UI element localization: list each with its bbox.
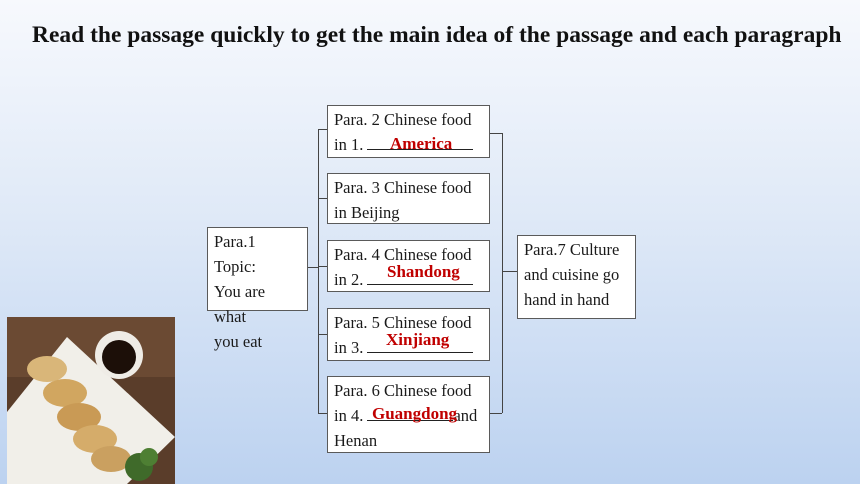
dumplings-photo <box>7 317 175 484</box>
para-4-box: Para. 4 Chinese food in 2. <box>327 240 490 292</box>
para-5-answer: Xinjiang <box>386 330 450 349</box>
para-5-prefix: in 3. <box>334 338 364 357</box>
left-stub-5 <box>318 413 327 414</box>
left-stub-1 <box>318 129 327 130</box>
conclusion-line-2: and cuisine go <box>524 265 620 284</box>
para-4-prefix: in 2. <box>334 270 364 289</box>
para-6-prefix: in 4. <box>334 406 364 425</box>
para-6-blank <box>367 406 454 421</box>
para-6-suffix: and <box>453 406 478 425</box>
para-3-line-1: Para. 3 Chinese food <box>334 178 472 197</box>
para-3-line-2: in Beijing <box>334 203 400 222</box>
para-5-box: Para. 5 Chinese food in 3. <box>327 308 490 361</box>
conclusion-box: Para.7 Culture and cuisine go hand in ha… <box>517 235 636 319</box>
para-2-box: Para. 2 Chinese food in 1. <box>327 105 490 158</box>
topic-line-1: Para.1 Topic: <box>214 232 256 276</box>
para-6-box: Para. 6 Chinese food in 4. and Henan <box>327 376 490 453</box>
para-6-line-3: Henan <box>334 431 378 450</box>
para-2-prefix: in 1. <box>334 135 364 154</box>
topic-box: Para.1 Topic: You are what you eat <box>207 227 308 351</box>
topic-line-2: You are what <box>214 282 266 326</box>
instruction-heading: Read the passage quickly to get the main… <box>32 22 842 48</box>
topic-connector <box>308 267 318 268</box>
para-3-box: Para. 3 Chinese food in Beijing <box>327 173 490 224</box>
conclusion-connector <box>502 271 517 272</box>
para-4-line-1: Para. 4 Chinese food <box>334 245 472 264</box>
left-stub-2 <box>318 198 327 199</box>
left-bracket-line <box>318 129 319 413</box>
para-2-blank <box>367 135 474 150</box>
conclusion-line-1: Para.7 Culture <box>524 240 620 259</box>
left-stub-3 <box>318 266 327 267</box>
para-4-answer: Shandong <box>387 262 460 281</box>
para-2-answer: America <box>390 134 453 153</box>
conclusion-line-3: hand in hand <box>524 290 610 309</box>
topic-line-3: you eat <box>214 332 263 351</box>
right-stub-5 <box>490 413 502 414</box>
para-6-line-1: Para. 6 Chinese food <box>334 381 472 400</box>
para-5-line-1: Para. 5 Chinese food <box>334 313 472 332</box>
right-bracket-line <box>502 133 503 413</box>
right-stub-1 <box>490 133 502 134</box>
left-stub-4 <box>318 334 327 335</box>
para-2-line-1: Para. 2 Chinese food <box>334 110 472 129</box>
para-6-answer: Guangdong <box>372 404 458 423</box>
para-4-blank <box>367 270 474 285</box>
para-5-blank <box>367 338 474 353</box>
